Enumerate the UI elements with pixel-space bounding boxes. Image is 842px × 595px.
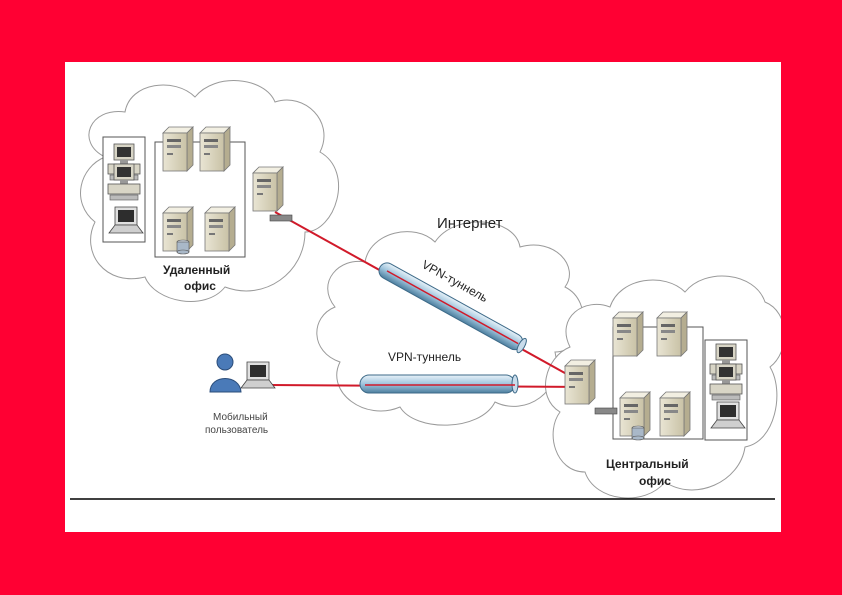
vpn-tunnel-horizontal xyxy=(359,374,519,394)
remote-office-equipment xyxy=(102,126,293,258)
database-icon xyxy=(631,425,645,441)
diagram-frame: VPN-туннель VPN-туннель Интернет Удаленн… xyxy=(65,62,781,532)
remote-office-label-line1: Удаленный xyxy=(163,263,230,277)
remote-office-label-line2: офис xyxy=(184,279,216,293)
database-icon xyxy=(176,239,190,255)
central-office-label-line1: Центральный xyxy=(606,457,689,471)
server-icon xyxy=(659,391,691,437)
central-office-equipment xyxy=(564,311,748,441)
vpn-tunnel-horizontal-label: VPN-туннель xyxy=(388,350,461,364)
server-icon xyxy=(162,126,194,172)
server-icon xyxy=(656,311,688,357)
internet-label: Интернет xyxy=(437,215,503,232)
user-icon xyxy=(209,353,242,393)
mobile-user-label-line2: пользователь xyxy=(205,425,268,436)
internet-cloud xyxy=(316,221,584,426)
network-diagram: VPN-туннель VPN-туннель Интернет Удаленн… xyxy=(70,80,781,500)
server-icon xyxy=(199,126,231,172)
server-icon xyxy=(612,311,644,357)
laptop-icon xyxy=(240,361,276,389)
mobile-user-label-line1: Мобильный xyxy=(213,411,268,423)
gateway-server-icon xyxy=(252,166,284,212)
gateway-server-icon xyxy=(564,359,596,405)
central-office-label-line2: офис xyxy=(639,474,671,488)
server-icon xyxy=(204,206,236,252)
vpn-tunnel-diagonal xyxy=(378,262,527,354)
